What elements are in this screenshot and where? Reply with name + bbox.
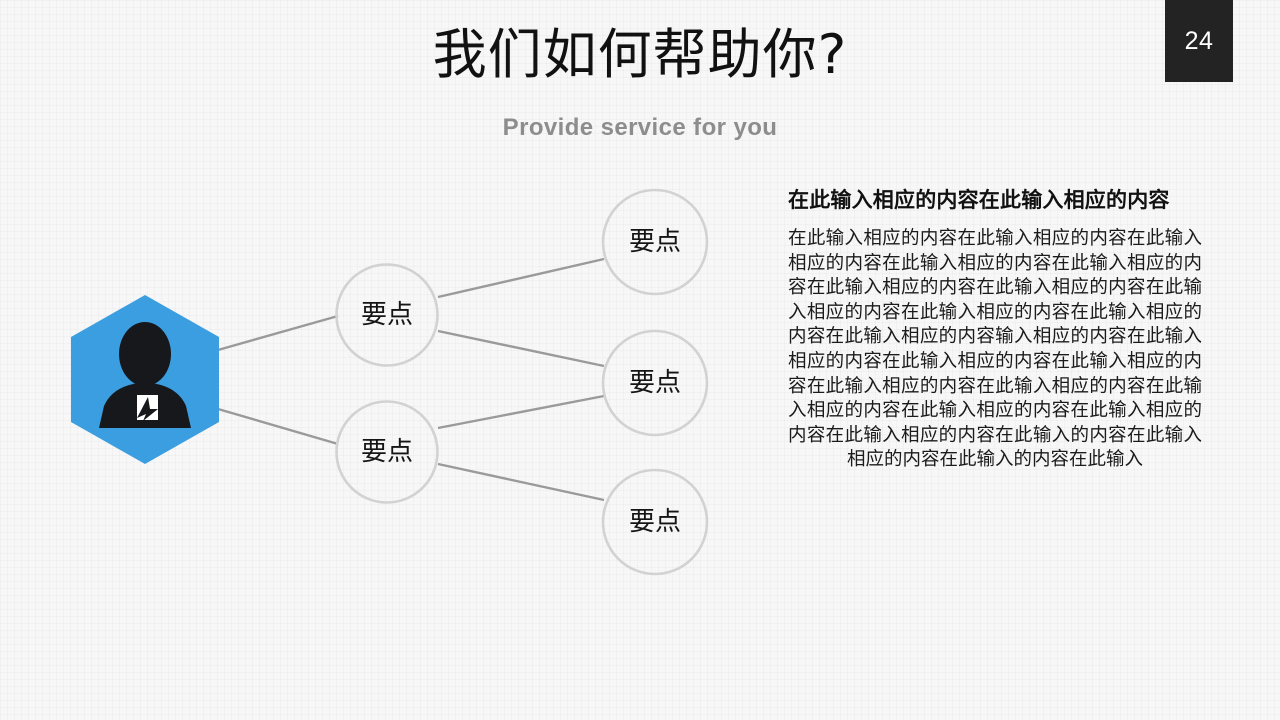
page-number-badge: 24 xyxy=(1165,0,1233,82)
node-circle-leaf-middle[interactable] xyxy=(601,329,709,437)
mindmap-diagram: 要点 要点 要点 要点 要点 xyxy=(71,188,709,576)
page-title: 我们如何帮助你? xyxy=(432,23,848,86)
person-silhouette-icon xyxy=(99,322,191,428)
content-text-column: 在此输入相应的内容在此输入相应的内容 在此输入相应的内容在此输入相应的内容在此输… xyxy=(788,186,1202,473)
content-heading: 在此输入相应的内容在此输入相应的内容 xyxy=(788,188,1170,212)
connector-midbottom-to-leaf-middle xyxy=(437,394,605,430)
person-hexagon-icon xyxy=(71,295,219,464)
node-circle-mid-top[interactable] xyxy=(335,263,439,367)
node-circle-leaf-top[interactable] xyxy=(601,188,709,296)
node-circle-mid-bottom[interactable] xyxy=(335,400,439,504)
content-body: 在此输入相应的内容在此输入相应的内容在此输入相应的内容在此输入相应的内容在此输入… xyxy=(788,228,1202,471)
connector-hex-to-mid-top xyxy=(217,314,339,352)
node-circle-leaf-bottom[interactable] xyxy=(601,468,709,576)
page-subtitle: Provide service for you xyxy=(502,114,778,141)
diagram-canvas xyxy=(71,188,709,576)
connector-hex-to-mid-bottom xyxy=(217,407,339,446)
connector-midtop-to-leaf-middle xyxy=(437,329,605,368)
connector-midbottom-to-leaf-bottom xyxy=(437,462,605,502)
connector-midtop-to-leaf-top xyxy=(437,257,605,299)
